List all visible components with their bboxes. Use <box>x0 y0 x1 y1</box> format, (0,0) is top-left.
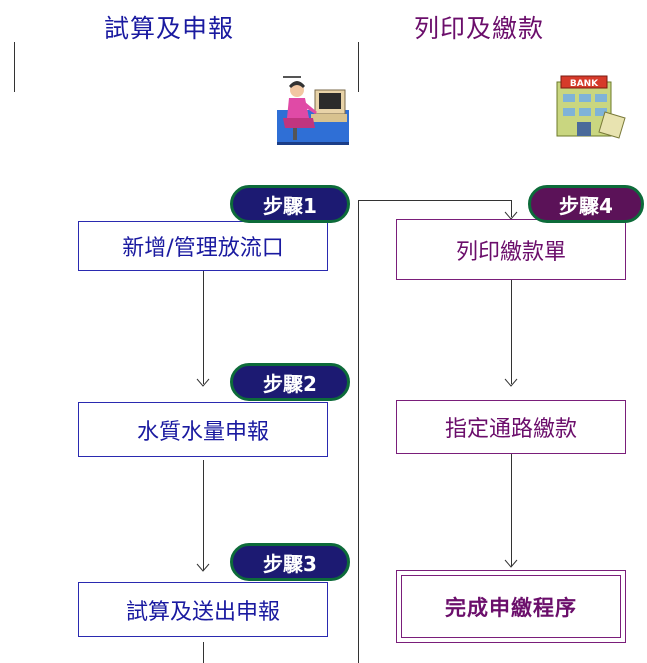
step1-box[interactable]: 新增/管理放流口 <box>78 221 328 271</box>
step3-badge-label: 步驟3 <box>263 551 317 576</box>
step1-badge-label: 步驟1 <box>263 193 317 218</box>
step2-badge: 步驟2 <box>230 363 350 401</box>
step1-badge: 步驟1 <box>230 185 350 223</box>
connector-step3-out <box>203 642 204 663</box>
bank-sign-text: BANK <box>570 79 599 89</box>
top-center-divider <box>358 42 359 92</box>
final-box-inner: 完成申繳程序 <box>401 575 621 638</box>
connector-step1-step2 <box>203 270 204 384</box>
bank-building-icon: BANK <box>547 72 629 140</box>
step4-label: 列印繳款單 <box>455 239 566 265</box>
person-at-computer-icon <box>275 72 351 146</box>
arrowhead-final <box>504 559 518 568</box>
step2-box[interactable]: 水質水量申報 <box>78 402 328 457</box>
step3-badge: 步驟3 <box>230 543 350 581</box>
final-label: 完成申繳程序 <box>445 595 577 620</box>
step2-badge-label: 步驟2 <box>263 371 317 396</box>
step5-box[interactable]: 指定通路繳款 <box>396 400 626 454</box>
connector-step4-step5 <box>511 280 512 384</box>
step1-label: 新增/管理放流口 <box>122 236 284 261</box>
top-left-divider <box>14 42 15 92</box>
step3-label: 試算及送出申報 <box>125 599 280 625</box>
column-title-filing: 試算及申報 <box>104 14 235 43</box>
step4-badge-label: 步驟4 <box>559 193 613 218</box>
arrowhead-step5 <box>504 378 518 387</box>
connector-step2-step3 <box>203 460 204 570</box>
step5-label: 指定通路繳款 <box>444 417 577 442</box>
arrowhead-step2 <box>196 378 210 387</box>
step2-label: 水質水量申報 <box>136 419 269 445</box>
connector-step4-top <box>511 200 512 217</box>
connector-to-step4 <box>358 200 512 201</box>
column-title-payment: 列印及繳款 <box>414 14 545 43</box>
step4-box[interactable]: 列印繳款單 <box>396 219 626 280</box>
connector-center-trunk <box>358 200 359 663</box>
step4-badge: 步驟4 <box>528 185 644 223</box>
step3-box[interactable]: 試算及送出申報 <box>78 582 328 637</box>
final-box[interactable]: 完成申繳程序 <box>396 570 626 643</box>
arrowhead-step3 <box>196 563 210 572</box>
connector-step5-final <box>511 454 512 566</box>
